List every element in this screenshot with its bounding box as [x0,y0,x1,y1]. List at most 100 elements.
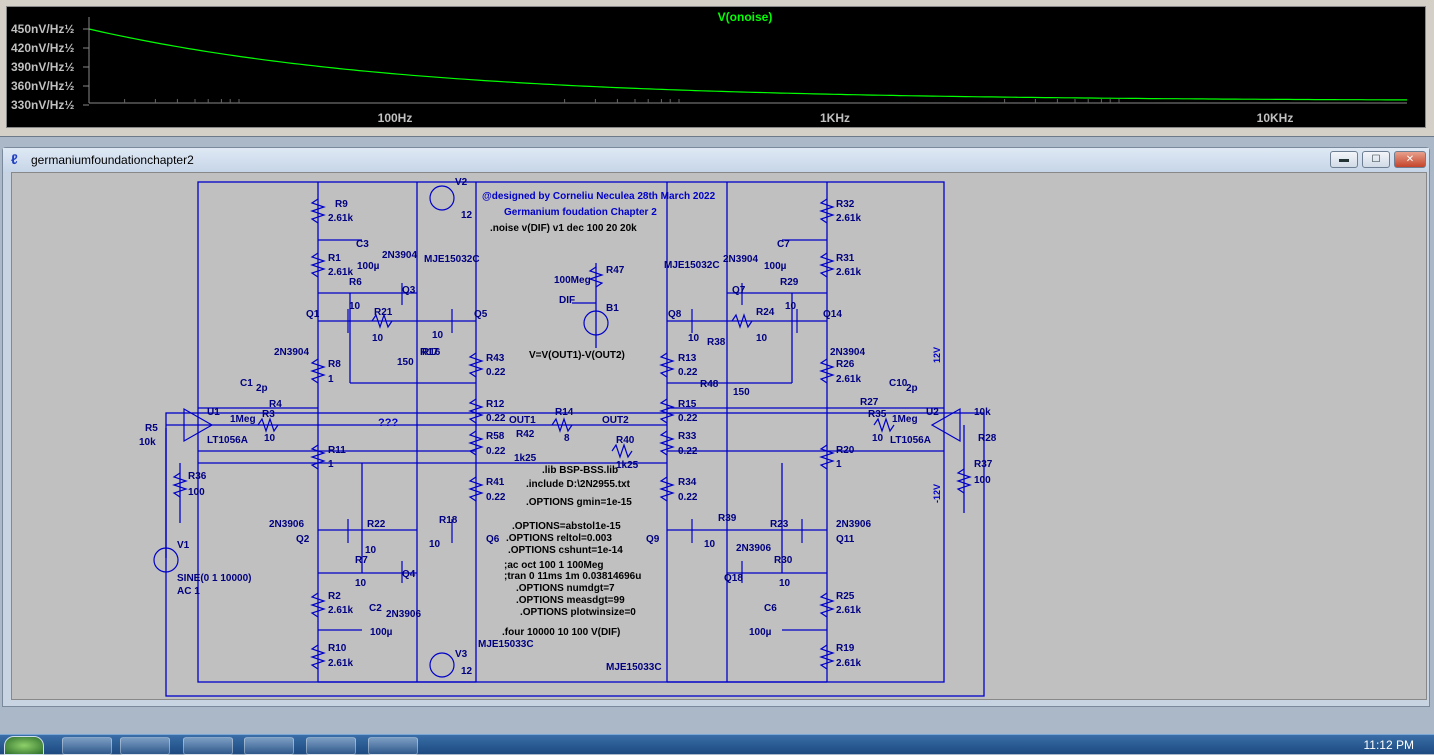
component-label[interactable]: R23 [770,519,789,530]
component-label[interactable]: R24 [756,307,775,318]
component-label[interactable]: R36 [188,471,207,482]
component-label[interactable]: C7 [777,239,790,250]
trace-label[interactable]: V(onoise) [718,10,773,24]
component-label[interactable]: R2 [328,591,341,602]
component-label[interactable]: R4 [269,399,282,410]
component-label[interactable]: 10k [139,437,156,448]
component-label[interactable]: R29 [780,277,799,288]
start-button[interactable] [4,736,44,755]
component-label[interactable]: 2N3906 [386,609,421,620]
noise-trace[interactable] [88,28,1407,101]
component-label[interactable]: Q2 [296,534,310,545]
bv-expression[interactable]: V=V(OUT1)-V(OUT2) [529,350,625,361]
component-label[interactable]: 10 [365,545,377,556]
component-label[interactable]: Q6 [486,534,500,545]
component-label[interactable]: Q5 [474,309,488,320]
component-label[interactable]: 100µ [357,261,380,272]
component-label[interactable]: Q9 [646,534,660,545]
component-label[interactable]: R9 [335,199,348,210]
component-label[interactable]: 10 [704,539,716,550]
component-label[interactable]: R28 [978,433,997,444]
component-label[interactable]: 2.61k [836,267,861,278]
component-label[interactable]: MJE15032C [664,260,720,271]
component-label[interactable]: R26 [836,359,855,370]
supply-label[interactable]: 12V [932,347,942,363]
option-line[interactable]: .OPTIONS reltol=0.003 [506,533,612,544]
component-label[interactable]: Q8 [668,309,682,320]
component-label[interactable]: R21 [374,307,393,318]
component-label[interactable]: R1 [328,253,341,264]
taskbar-ltspice-button[interactable] [368,737,418,755]
component-label[interactable]: 2.61k [836,374,861,385]
component-label[interactable]: OUT2 [602,415,629,426]
component-label[interactable]: Q11 [836,534,855,545]
component-label[interactable]: MJE15032C [424,254,480,265]
component-label[interactable]: DIF [559,295,575,306]
component-label[interactable]: 100µ [764,261,787,272]
component-label[interactable]: 100µ [370,627,393,638]
component-label[interactable]: 2.61k [836,658,861,669]
component-label[interactable]: R25 [836,591,855,602]
component-label[interactable]: 2N3906 [269,519,304,530]
component-label[interactable]: AC 1 [177,586,200,597]
component-label[interactable]: 12 [461,666,473,677]
component-label[interactable]: R27 [860,397,879,408]
component-label[interactable]: 0.22 [486,367,506,378]
component-label[interactable]: R47 [606,265,625,276]
component-label[interactable]: LT1056A [890,435,931,446]
component-label[interactable]: R15 [678,399,697,410]
component-label[interactable]: 10 [355,578,367,589]
component-label[interactable]: R30 [774,555,793,566]
component-label[interactable]: R43 [486,353,505,364]
component-label[interactable]: 150 [733,387,750,398]
component-label[interactable]: OUT1 [509,415,536,426]
component-label[interactable]: R41 [486,477,505,488]
component-label[interactable]: Q18 [724,573,743,584]
component-label[interactable]: 2N3904 [382,250,417,261]
component-label[interactable]: 10 [429,539,441,550]
component-label[interactable]: 10 [264,433,276,444]
include-directive[interactable]: .include D:\2N2955.txt [526,479,631,490]
component-label[interactable]: Q3 [402,285,416,296]
component-label[interactable]: R17 [420,347,439,358]
lib-directive[interactable]: .lib BSP-BSS.lib [542,465,618,476]
component-label[interactable]: 10 [432,330,444,341]
component-label[interactable]: 0.22 [486,413,506,424]
component-label[interactable]: R14 [555,407,574,418]
component-label[interactable]: 10 [349,301,361,312]
option-line[interactable]: .OPTIONS measdgt=99 [516,595,625,606]
component-label[interactable]: R58 [486,431,505,442]
component-label[interactable]: R11 [328,445,346,456]
option-line[interactable]: .OPTIONS cshunt=1e-14 [508,545,623,556]
component-label[interactable]: U1 [207,407,220,418]
component-label[interactable]: MJE15033C [606,662,662,673]
component-label[interactable]: 1k25 [616,460,639,471]
component-label[interactable]: SINE(0 1 10000) [177,573,252,584]
subtitle-note[interactable]: Germanium foudation Chapter 2 [504,207,657,218]
component-label[interactable]: R20 [836,445,855,456]
component-label[interactable]: R33 [678,431,697,442]
component-label[interactable]: 150 [397,357,414,368]
component-label[interactable]: 2.61k [328,213,353,224]
clock[interactable]: 11:12 PM [1363,738,1414,752]
component-label[interactable]: LT1056A [207,435,248,446]
component-label[interactable]: 2N3904 [274,347,309,358]
component-label[interactable]: 1 [328,459,334,470]
component-label[interactable]: R6 [349,277,362,288]
component-label[interactable]: 100 [188,487,205,498]
component-label[interactable]: 2.61k [328,605,353,616]
component-label[interactable]: MJE15033C [478,639,534,650]
component-label[interactable]: R32 [836,199,855,210]
component-label[interactable]: 0.22 [678,367,698,378]
component-label[interactable]: 10 [779,578,791,589]
component-label[interactable]: R12 [486,399,505,410]
component-label[interactable]: 8 [564,433,570,444]
component-label[interactable]: 10 [872,433,884,444]
component-label[interactable]: R48 [700,379,719,390]
component-label[interactable]: R7 [355,555,368,566]
component-label[interactable]: Q4 [402,569,416,580]
option-line[interactable]: ;tran 0 11ms 1m 0.03814696u [504,571,641,582]
component-label[interactable]: 2.61k [836,605,861,616]
component-label[interactable]: 1 [328,374,334,385]
